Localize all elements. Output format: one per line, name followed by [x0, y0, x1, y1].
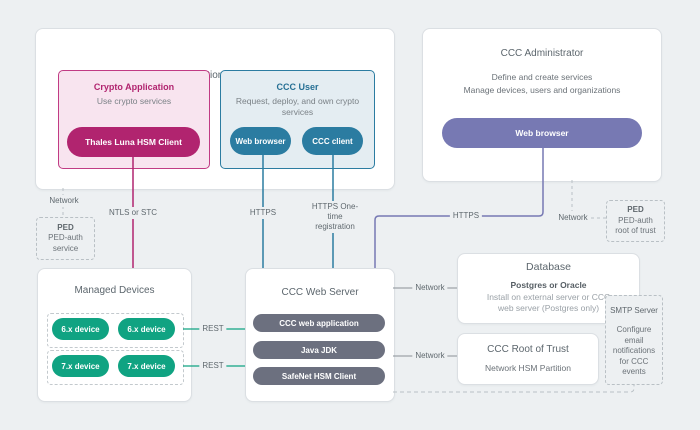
wire-smtp-dashed [393, 385, 635, 393]
ped-service-line1: PED-auth [48, 233, 83, 243]
crypto-application-title: Crypto Application [93, 82, 175, 92]
thales-luna-hsm-client-pill: Thales Luna HSM Client [67, 127, 200, 157]
ccc-administrator-line1: Define and create services [491, 72, 593, 82]
device-group-6x [47, 313, 184, 348]
database-subtitle: Postgres or Oracle [510, 280, 587, 290]
ccc-user-subtitle: Request, deploy, and own crypto services [235, 96, 360, 117]
device-group-7x [47, 350, 184, 385]
ccc-administrator-line2: Manage devices, users and organizations [463, 85, 621, 95]
ped-root-of-trust-title: PED [627, 205, 644, 215]
ccc-root-of-trust-title: CCC Root of Trust [487, 344, 569, 355]
ccc-root-of-trust-box: CCC Root of Trust Network HSM Partition [457, 333, 599, 385]
safenet-hsm-client-pill: SafeNet HSM Client [253, 367, 385, 385]
label-network-db: Network [412, 282, 448, 294]
ped-service-box: PED PED-auth service [36, 217, 95, 260]
smtp-server-note: Configure email notifications for CCC ev… [612, 325, 656, 376]
ped-service-line2: service [52, 243, 79, 253]
label-rest-top: REST [199, 323, 227, 335]
label-network-rot: Network [412, 350, 448, 362]
ccc-web-server-title: CCC Web Server [281, 287, 359, 298]
database-note: Install on external server or CCC web se… [486, 292, 611, 314]
ccc-administrator-title: CCC Administrator [500, 48, 584, 59]
ccc-root-of-trust-subtitle: Network HSM Partition [485, 363, 571, 373]
smtp-server-box: SMTP Server Configure email notification… [605, 295, 663, 385]
ccc-web-application-pill: CCC web application [253, 314, 385, 332]
database-title: Database [526, 261, 571, 273]
label-https-admin: HTTPS [449, 210, 483, 222]
device-6x-pill-1: 6.x device [52, 318, 109, 340]
managed-devices-title: Managed Devices [74, 285, 155, 296]
device-6x-pill-2: 6.x device [118, 318, 175, 340]
ped-root-of-trust-box: PED PED-auth root of trust [606, 200, 665, 242]
ped-service-title: PED [57, 222, 74, 232]
ccc-administrator-box: CCC Administrator Define and create serv… [422, 28, 662, 182]
label-network-admin: Network [555, 212, 591, 224]
user-web-browser-pill: Web browser [230, 127, 291, 155]
device-7x-pill-2: 7.x device [118, 355, 175, 377]
label-https-onetime: HTTPS One-time registration [311, 201, 359, 233]
ccc-user-title: CCC User [276, 82, 319, 92]
ccc-client-pill: CCC client [302, 127, 363, 155]
label-ntls-or-stc: NTLS or STC [105, 207, 161, 219]
java-jdk-pill: Java JDK [253, 341, 385, 359]
admin-web-browser-pill: Web browser [442, 118, 642, 148]
application-owner-title: Application Owner [174, 70, 256, 81]
ped-root-of-trust-line2: root of trust [615, 226, 656, 236]
device-7x-pill-1: 7.x device [52, 355, 109, 377]
label-network-left: Network [46, 195, 82, 207]
crypto-application-subtitle: Use crypto services [96, 96, 172, 106]
label-rest-bottom: REST [199, 360, 227, 372]
label-https-user: HTTPS [246, 207, 280, 219]
smtp-server-title: SMTP Server [610, 306, 658, 315]
ped-root-of-trust-line1: PED-auth [618, 215, 653, 225]
